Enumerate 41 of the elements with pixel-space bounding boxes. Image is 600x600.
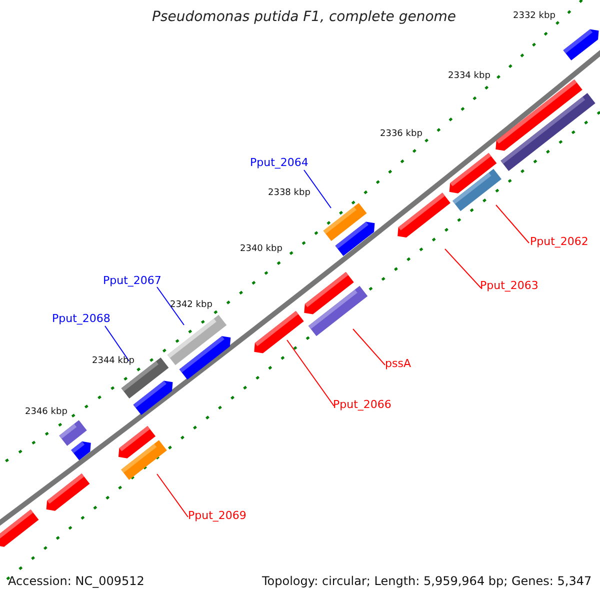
gene-block [71, 441, 91, 460]
gene-block [398, 192, 450, 238]
gene-block [563, 29, 599, 60]
gene-block [59, 420, 87, 446]
leader-line [444, 248, 482, 288]
tick-label: 2332 kbp [513, 11, 556, 22]
gene-block [133, 380, 173, 415]
gene-block [452, 168, 502, 212]
leader-line [496, 204, 530, 244]
gene-label: Pput_2063 [480, 280, 538, 293]
genome-info-note: Topology: circular; Length: 5,959,964 bp; Genes: 5,347 [262, 575, 592, 589]
gene-block [254, 311, 304, 354]
gene-label: pssA [385, 358, 411, 371]
gene-block [179, 336, 231, 380]
leader-line [352, 328, 386, 366]
tick-label: 2346 kbp [25, 407, 68, 418]
gene-label: Pput_2064 [250, 157, 308, 170]
leader-line [104, 326, 130, 362]
accession-note: Accession: NC_009512 [8, 575, 144, 589]
tick-label: 2334 kbp [448, 71, 490, 82]
gene-block [121, 440, 167, 480]
gene-label: Pput_2068 [52, 313, 110, 326]
title: Pseudomonas putida F1, complete genome [152, 9, 456, 26]
gene-label: Pput_2062 [530, 236, 588, 249]
tick-label: 2336 kbp [380, 129, 422, 140]
gene-label: Pput_2067 [103, 275, 162, 288]
tick-label: 2340 kbp [240, 244, 282, 254]
tick-label: 2342 kbp [170, 300, 212, 310]
gene-block [308, 286, 368, 336]
leader-line [156, 474, 188, 518]
gene-label: Pput_2066 [333, 399, 392, 412]
gene-label: Pput_2069 [188, 510, 246, 523]
gene-block [335, 222, 375, 256]
gene-block [46, 473, 90, 511]
gene-block [500, 93, 596, 171]
tick-label: 2338 kbp [268, 188, 310, 198]
leader-line [156, 286, 184, 326]
tick-label: 2344 kbp [92, 356, 134, 366]
leader-line [286, 340, 334, 406]
leader-line [304, 170, 332, 208]
gene-block [0, 509, 39, 547]
